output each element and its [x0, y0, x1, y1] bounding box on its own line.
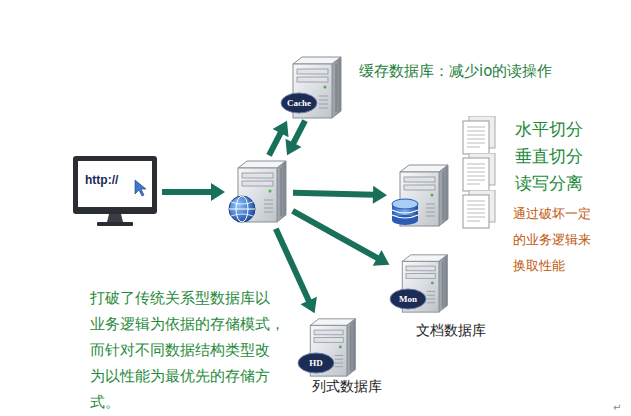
flow-arrow [276, 229, 317, 314]
web-server-node [228, 158, 290, 226]
web-server-icon [229, 161, 286, 222]
arrow-head [285, 139, 301, 156]
database-top [392, 199, 418, 209]
feature-label: 垂直切分 [515, 146, 583, 166]
arrow-head [301, 297, 317, 313]
badge-label: Cache [281, 97, 317, 109]
cache-server-node: Cache缓存数据库：减少io的读操作 [283, 54, 345, 118]
tradeoff-note: 通过破坏一定 的业务逻辑来 换取性能 [513, 201, 609, 279]
arrow-shaft [293, 121, 305, 144]
flow-arrow [285, 121, 305, 156]
arrow-head [373, 186, 387, 204]
database-ring [392, 210, 418, 218]
column-server-node: HD列式数据库 [300, 316, 360, 378]
monitor-base [97, 222, 133, 226]
document-icon [463, 190, 495, 228]
flow-arrow [269, 121, 289, 156]
monitor-icon [73, 156, 157, 226]
document-icon [463, 116, 495, 154]
monitor-frame [73, 156, 157, 214]
doc-server-icon [390, 255, 447, 312]
db-server-icon [392, 165, 448, 226]
badge-label: HD [298, 357, 334, 369]
monitor-node: http:// [73, 156, 159, 228]
flow-arrow [162, 183, 225, 201]
globe-parallel [231, 202, 253, 216]
arrow-shaft [293, 193, 374, 195]
cache-server-icon [281, 57, 341, 118]
badge-shape [390, 289, 426, 309]
arrow-head [211, 183, 225, 201]
mouse-cursor [135, 180, 146, 196]
arrow-shaft [269, 132, 281, 155]
arrow-head [273, 121, 289, 138]
arrow-head [373, 250, 390, 266]
arrow-shaft [162, 189, 212, 195]
summary-note: 打破了传统关系型数据库以 业务逻辑为依据的存储模式， 而针对不同数据结构类型改 … [90, 285, 290, 415]
server-caption: 缓存数据库：减少io的读操作 [359, 62, 552, 81]
badge-shape [281, 93, 317, 113]
doc-server-node: Mon文档数据库 [392, 252, 452, 314]
feature-label: 水平切分 [515, 119, 583, 139]
server-caption: 文档数据库 [416, 322, 486, 340]
db-server-node [390, 162, 452, 230]
arrow-shaft [276, 229, 309, 302]
document-icon [463, 153, 495, 191]
url-text: http:// [85, 173, 118, 187]
badge-shape [298, 353, 334, 373]
feature-label: 读写分离 [515, 173, 583, 193]
monitor-neck [107, 214, 123, 222]
return-mark: ↵ [613, 402, 621, 413]
globe-symbol [229, 196, 255, 222]
monitor-screen [78, 161, 152, 207]
arrow-shaft [293, 211, 378, 259]
globe-equator [229, 209, 255, 210]
flow-arrow [293, 211, 390, 266]
column-server-icon [298, 319, 355, 376]
server-caption: 列式数据库 [312, 378, 382, 396]
badge-label: Mon [390, 293, 426, 305]
flow-arrow [293, 186, 387, 204]
